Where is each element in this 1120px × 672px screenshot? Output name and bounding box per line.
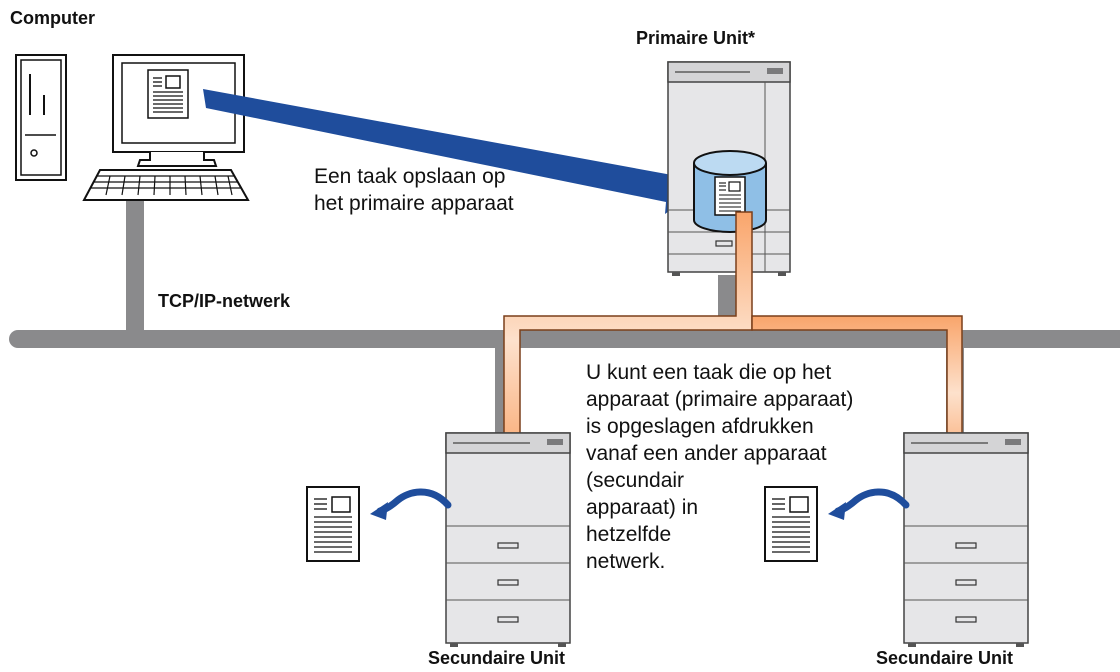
secondary-unit-right-device xyxy=(903,432,1029,647)
store-job-text: Een taak opslaan op het primaire apparaa… xyxy=(314,165,514,215)
computer-label: Computer xyxy=(10,8,95,28)
printed-document-right-icon xyxy=(764,486,818,562)
secondary-unit-left-label: Secundaire Unit xyxy=(428,648,566,668)
store-job-arrow xyxy=(203,89,705,214)
output-arrow-right xyxy=(828,488,910,520)
computer-icon xyxy=(15,54,250,201)
primary-unit-label: Primaire Unit* xyxy=(636,28,756,48)
output-arrow-left xyxy=(370,488,452,520)
storage-drum-icon xyxy=(693,150,767,233)
secondary-unit-left-device xyxy=(445,432,571,647)
secondary-unit-right-label: Secundaire Unit xyxy=(876,648,1014,668)
network-label: TCP/IP-netwerk xyxy=(158,291,291,311)
primary-unit-device xyxy=(667,61,791,276)
description-text: U kunt een taak die op het apparaat (pri… xyxy=(586,361,854,573)
printed-document-left-icon xyxy=(306,486,360,562)
